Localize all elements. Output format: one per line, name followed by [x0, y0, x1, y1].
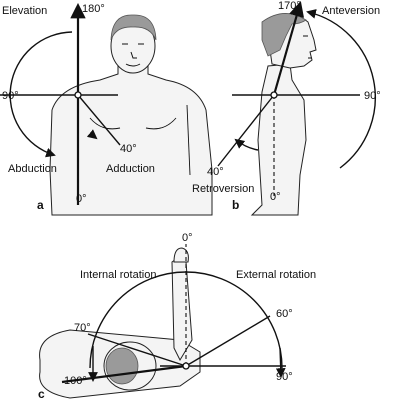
deg-40-label-b: 40° — [207, 166, 224, 178]
retroversion-label: Retroversion — [192, 183, 254, 195]
external-60-line — [185, 315, 271, 367]
retroversion-arc — [234, 138, 259, 151]
panel-b: 170° Anteversion 90° 40° Retroversion 0°… — [192, 0, 381, 216]
deg-90-label: 90° — [2, 90, 19, 102]
abduction-label: Abduction — [8, 163, 57, 175]
deg-90-label-b: 90° — [364, 90, 381, 102]
external-rotation-label: External rotation — [236, 269, 316, 281]
deg-180-label: 180° — [82, 3, 105, 15]
front-torso-figure — [49, 14, 213, 216]
internal-70-line — [87, 333, 187, 367]
deg-90-label-c: 90° — [276, 371, 293, 383]
panel-a: Elevation 180° 90° 40° Abduction Adducti… — [0, 2, 213, 216]
panel-b-letter: b — [232, 198, 239, 212]
anteversion-label: Anteversion — [322, 5, 380, 17]
abduction-arc — [9, 31, 73, 158]
deg-100-label: 100° — [64, 375, 87, 387]
shoulder-pivot-c — [182, 362, 190, 370]
internal-100-line — [61, 364, 187, 384]
deg-0-label-b: 0° — [270, 191, 281, 203]
panel-c: 0° Internal rotation External rotation 7… — [38, 232, 316, 401]
elevation-label: Elevation — [2, 5, 47, 17]
adduction-arc — [86, 129, 98, 140]
external-arrow — [275, 347, 286, 378]
supine-figure-top-view — [39, 247, 201, 399]
adduction-40-line — [77, 94, 121, 146]
anteversion-arc — [306, 9, 376, 169]
deg-60-label: 60° — [276, 308, 293, 320]
deg-170-label: 170° — [278, 0, 301, 12]
internal-rotation-label: Internal rotation — [80, 269, 156, 281]
retroversion-40-line — [217, 94, 275, 167]
side-torso-figure — [250, 13, 317, 216]
anteversion-line — [272, 1, 305, 96]
deg-0-label: 0° — [76, 193, 87, 205]
deg-70-label: 70° — [74, 322, 91, 334]
deg-40-label: 40° — [120, 143, 137, 155]
shoulder-pivot-b — [270, 91, 278, 99]
shoulder-pivot — [74, 91, 82, 99]
adduction-label: Adduction — [106, 163, 155, 175]
panel-c-letter: c — [38, 387, 45, 401]
deg-0-label-c: 0° — [182, 232, 193, 244]
panel-a-letter: a — [37, 198, 44, 212]
